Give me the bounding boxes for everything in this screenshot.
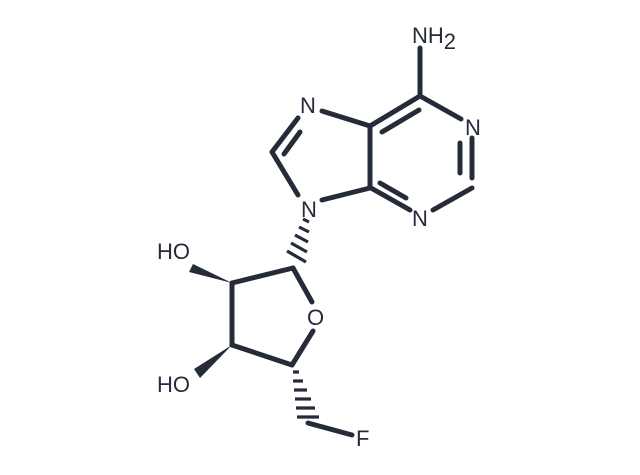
atom-n7: N (300, 93, 316, 118)
hashed-bond-n9-c1 (286, 217, 310, 264)
bond-c1-o4 (290, 265, 315, 305)
bond-ch2-f (305, 420, 355, 438)
bond-c2-c1 (229, 265, 296, 286)
wedge-bond-c2-oh (189, 264, 232, 283)
atom-fluorine: F (356, 426, 369, 451)
bond-n7-c8-inner (281, 129, 303, 157)
bond-c5-n7 (319, 108, 373, 129)
furanose-ring (229, 265, 316, 368)
atom-n1: N (465, 115, 481, 140)
bond-c5-c6 (367, 93, 423, 129)
amine-label: NH2 (412, 23, 456, 54)
bond-c2-n3 (430, 185, 475, 213)
bond-n3-c4-inner (377, 180, 409, 201)
hydroxyl-label-top: HO (157, 239, 190, 264)
bond-c8-n9 (269, 149, 301, 198)
atom-n3: N (412, 206, 428, 231)
bond-o4-c4 (289, 328, 316, 368)
wedge-bond-c3-oh (194, 345, 232, 378)
bond-n9-c4 (319, 185, 373, 203)
pyrimidine-ring (367, 93, 475, 213)
atom-n9: N (301, 197, 317, 222)
imidazole-ring (269, 108, 373, 203)
bond-c4-c3 (229, 342, 295, 368)
hashed-bond-c4-ch2 (293, 370, 319, 419)
bond-n3-c4 (368, 185, 413, 213)
bond-c5-c6-inner (379, 107, 422, 135)
atom-ring-oxygen: O (307, 305, 324, 330)
hydroxyl-label-bottom: HO (157, 372, 190, 397)
bond-n7-c8 (269, 115, 301, 155)
bond-c6-n1 (417, 93, 464, 122)
